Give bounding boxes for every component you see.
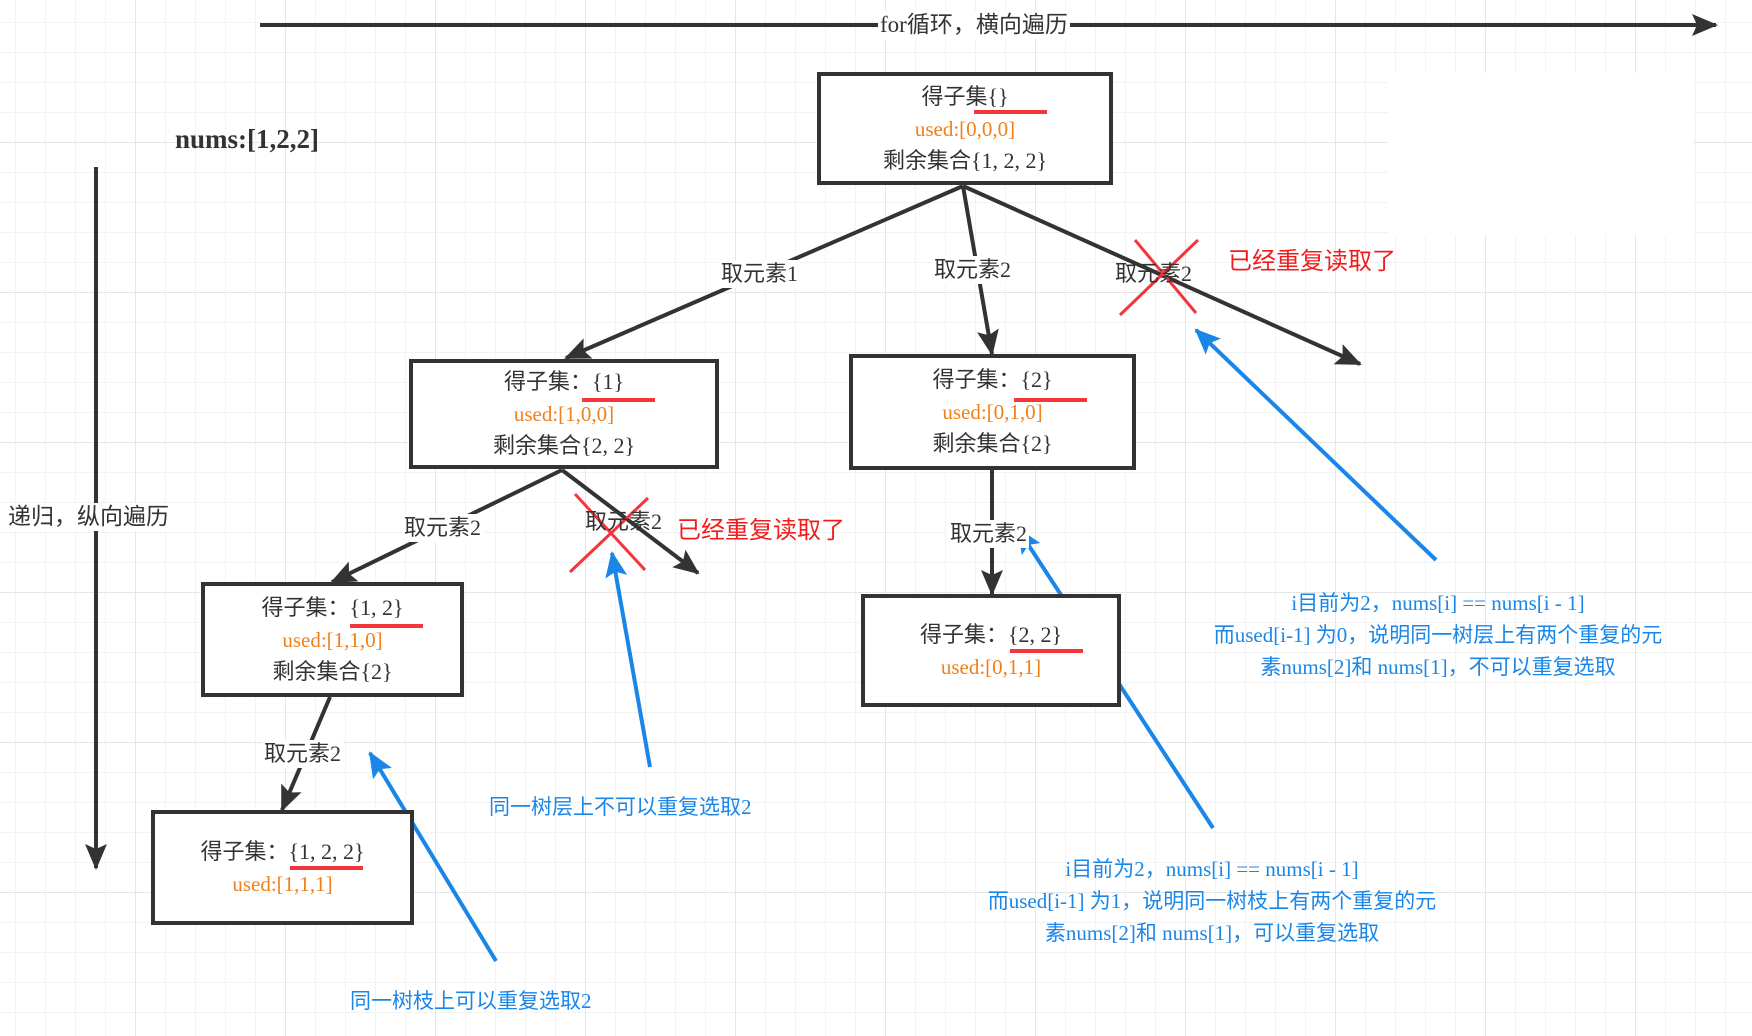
blank-region [1388,73,1693,235]
subset-underline [1010,649,1083,653]
node-remain: 剩余集合{1, 2, 2} [882,147,1048,173]
cross-icon-n1-dup [568,492,650,574]
blue-arrow-same-branch [368,751,498,963]
tree-node-n12: 得子集：{1, 2} used:[1,1,0] 剩余集合{2} [201,582,464,697]
node-used: used:[0,1,0] [942,400,1043,424]
tree-node-n2: 得子集：{2} used:[0,1,0] 剩余集合{2} [849,354,1136,470]
edge-label-root-take2-dup: 取元素2 [1115,261,1193,286]
note-explain-branch: i目前为2，nums[i] == nums[i - 1] 而used[i-1] … [932,853,1492,949]
vertical-axis-label: 递归，纵向遍历 [6,503,171,531]
page-title: nums:[1,2,2] [175,124,320,154]
blue-arrow-explain-level [1194,328,1438,562]
node-remain: 剩余集合{2} [272,658,393,684]
node-used: used:[1,1,1] [232,871,333,896]
tree-node-n122: 得子集：{1, 2, 2} used:[1,1,1] [151,810,414,925]
edge-n1-dup [560,468,700,575]
note-same-branch: 同一树枝上可以重复选取2 [350,989,592,1013]
node-used: used:[0,0,0] [914,116,1016,141]
note-line: 而used[i-1] 为0，说明同一树层上有两个重复的元 [1213,623,1663,647]
node-subset: 得子集{} [921,83,1009,109]
node-remain: 剩余集合{2, 2} [492,433,636,458]
blue-arrow-same-level [605,551,652,768]
edge-label-root-take2: 取元素2 [932,256,1014,284]
subset-underline [974,110,1047,114]
edge-label-n1-take2: 取元素2 [402,514,484,542]
note-line: 素nums[2]和 nums[1]，不可以重复选取 [1260,655,1616,679]
node-used: used:[1,1,0] [282,627,383,652]
node-used: used:[1,0,0] [513,402,615,426]
edge-label-n12-take2: 取元素2 [262,740,344,768]
edge-label-root-take1: 取元素1 [719,260,801,288]
node-used: used:[0,1,1] [940,654,1042,679]
node-subset: 得子集：{1, 2, 2} [200,838,365,864]
note-line: 而used[i-1] 为1，说明同一树枝上有两个重复的元 [987,889,1437,913]
horizontal-axis-label: for循环，横向遍历 [878,11,1070,39]
dup-note-root: 已经重复读取了 [1228,249,1396,275]
node-subset: 得子集：{2} [932,367,1053,392]
dup-note-n1: 已经重复读取了 [677,518,845,544]
edge-label-n2-take2: 取元素2 [948,520,1030,548]
note-same-level: 同一树层上不可以重复选取2 [489,795,752,819]
note-line: i目前为2，nums[i] == nums[i - 1] [1065,857,1359,881]
node-subset: 得子集：{1, 2} [261,594,404,620]
cross-icon-root-dup [1118,238,1200,317]
node-subset: 得子集：{2, 2} [919,621,1063,647]
note-explain-level: i目前为2，nums[i] == nums[i - 1] 而used[i-1] … [1158,587,1718,683]
subset-underline [582,398,655,402]
edge-label-n1-take2-dup: 取元素2 [585,509,663,534]
tree-node-root: 得子集{} used:[0,0,0] 剩余集合{1, 2, 2} [817,72,1113,185]
subset-underline [290,866,363,870]
tree-node-n22: 得子集：{2, 2} used:[0,1,1] [861,594,1121,707]
tree-node-n1: 得子集：{1} used:[1,0,0] 剩余集合{2, 2} [409,359,719,469]
node-subset: 得子集：{1} [503,369,625,394]
subset-underline [350,624,423,628]
node-remain: 剩余集合{2} [932,431,1053,456]
subset-underline [1014,398,1087,402]
note-line: 素nums[2]和 nums[1]，可以重复选取 [1044,921,1380,945]
note-line: i目前为2，nums[i] == nums[i - 1] [1291,591,1585,615]
